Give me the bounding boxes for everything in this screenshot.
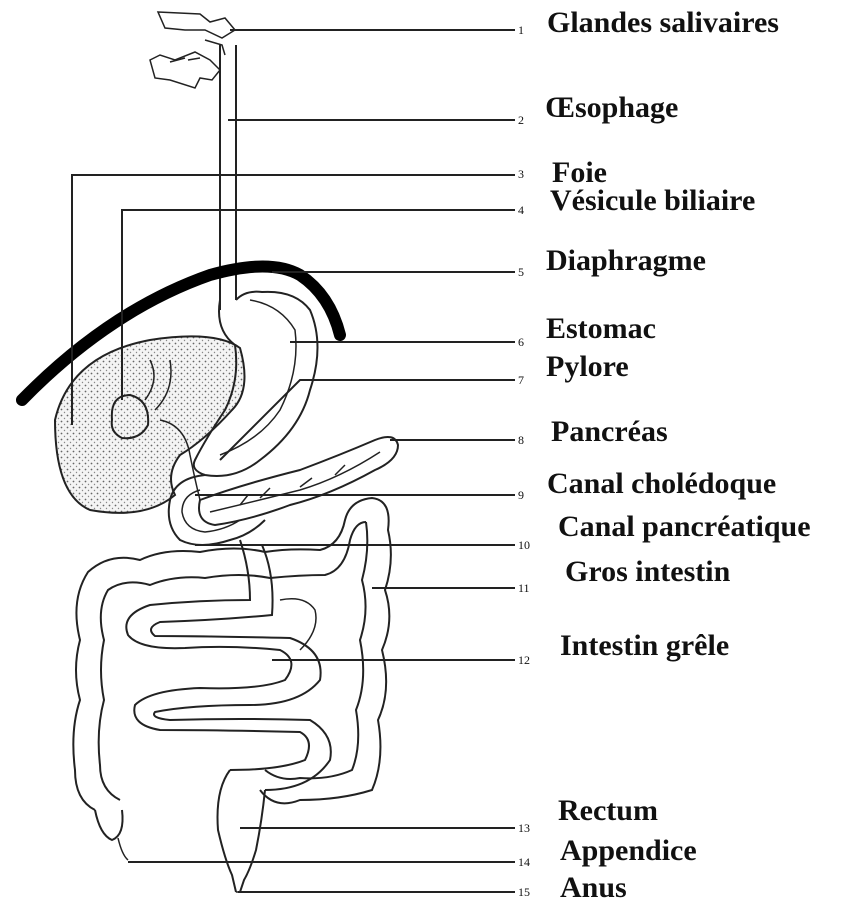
label-small-intestine: Intestin grêle bbox=[560, 629, 729, 662]
label-number: 7 bbox=[518, 373, 524, 387]
label-salivary-glands: Glandes salivaires bbox=[547, 6, 779, 39]
label-stomach: Estomac bbox=[546, 312, 656, 345]
label-pylorus: Pylore bbox=[546, 350, 629, 383]
label-large-intestine: Gros intestin bbox=[565, 555, 731, 588]
rectum-anus bbox=[218, 770, 266, 892]
label-number: 2 bbox=[518, 113, 524, 127]
label-number: 14 bbox=[518, 855, 530, 869]
label-number: 9 bbox=[518, 488, 524, 502]
small-intestine bbox=[126, 540, 331, 790]
label-gallbladder: Vésicule biliaire bbox=[550, 184, 755, 217]
label-number: 10 bbox=[518, 538, 530, 552]
label-number: 13 bbox=[518, 821, 530, 835]
label-pancreatic-duct: Canal pancréatique bbox=[558, 510, 811, 543]
label-diaphragm: Diaphragme bbox=[546, 244, 706, 277]
label-number: 12 bbox=[518, 653, 530, 667]
label-common-bile-duct: Canal cholédoque bbox=[547, 467, 776, 500]
label-appendix: Appendice bbox=[560, 834, 697, 867]
labels: 1 Glandes salivaires 2 Œsophage 3 Foie 4… bbox=[518, 6, 811, 904]
label-number: 8 bbox=[518, 433, 524, 447]
label-rectum: Rectum bbox=[558, 794, 658, 827]
mouth-salivary-glands bbox=[150, 12, 235, 88]
label-number: 1 bbox=[518, 23, 524, 37]
large-intestine bbox=[73, 498, 391, 860]
label-esophagus: Œsophage bbox=[545, 91, 678, 124]
leader-7 bbox=[220, 380, 515, 460]
label-number: 4 bbox=[518, 203, 524, 217]
label-pancreas: Pancréas bbox=[551, 415, 668, 448]
label-number: 11 bbox=[518, 581, 530, 595]
label-number: 5 bbox=[518, 265, 524, 279]
label-number: 3 bbox=[518, 167, 524, 181]
label-number: 15 bbox=[518, 885, 530, 899]
label-anus: Anus bbox=[560, 871, 627, 904]
label-number: 6 bbox=[518, 335, 524, 349]
